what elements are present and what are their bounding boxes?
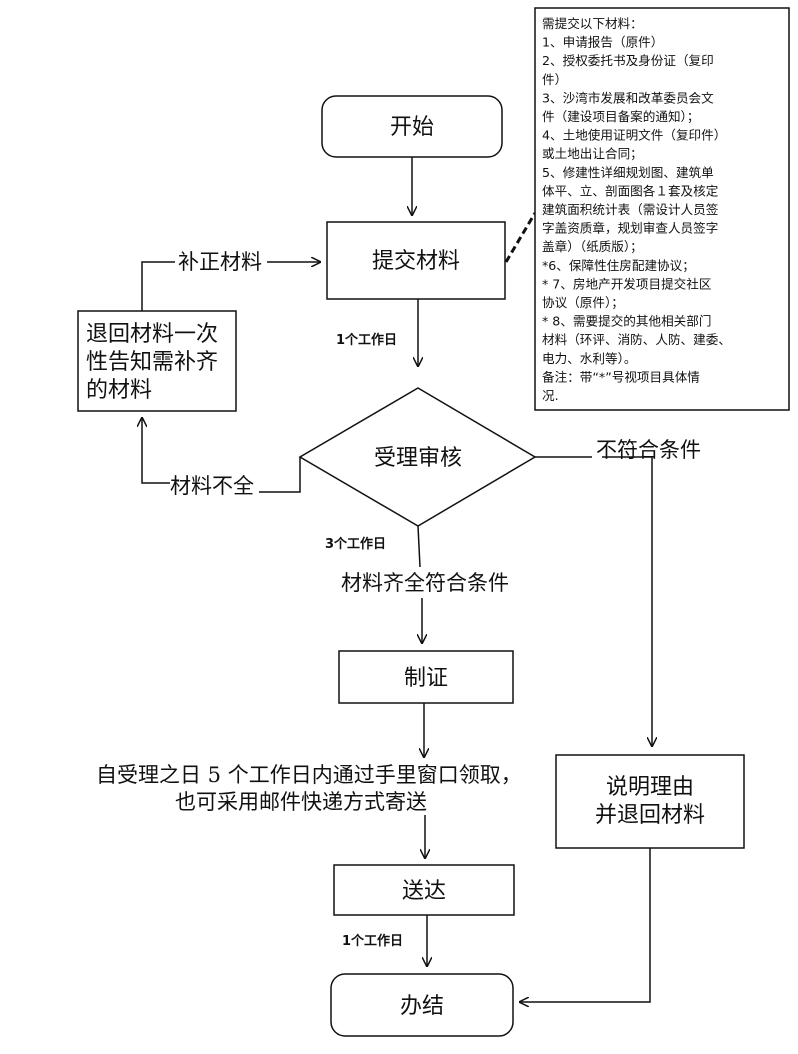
label-complete-qualified: 材料齐全符合条件 [341,571,509,595]
explain-line-2: 并退回材料 [595,803,705,828]
days-review-to-cert: 3个工作日 [325,536,386,552]
materials-note-line: 需提交以下材料： [542,16,643,31]
submit-label: 提交材料 [372,249,460,274]
deliver-label: 送达 [402,879,446,904]
materials-note-line: 1、申请报告（原件） [542,35,663,50]
label-not-qualified: 不符合条件 [596,438,701,462]
materials-note-line: 电力、水利等）。 [542,351,636,366]
finish-node [330,973,514,1037]
return-once-node [77,310,237,412]
return-once-line-1: 退回材料一次 [86,322,218,347]
materials-note-line: 备注：带“*”号视项目具体情 [542,369,700,384]
note-connector [504,212,537,263]
materials-note-line: 或土地出让合同； [542,146,643,162]
certificate-node [338,650,514,704]
materials-note-line: *6、保障性住房配建协议； [542,258,695,274]
deliver-node [333,864,515,916]
materials-note-line: 件） [542,72,567,87]
materials-note-line: 建筑面积统计表（需设计人员签 [542,202,719,217]
label-pickup-1: 自受理之日 5 个工作日内通过手里窗口领取， [96,763,522,787]
arrow-incomplete-to-return [142,418,170,484]
line-review-down [417,525,421,568]
explain-node [555,754,745,849]
line-incomplete-a [259,457,301,493]
materials-note-line: 材料（环评、消防、人防、建委、 [542,332,731,347]
materials-note: 需提交以下材料： 1、申请报告（原件） 2、授权委托书及身份证（复印件） 3、沙湾市发… [542,16,731,403]
materials-note-line: 4、土地使用证明文件（复印件） [542,128,726,143]
materials-note-line: 2、授权委托书及身份证（复印 [542,53,714,68]
line-supplement-a [141,261,175,311]
return-once-line-3: 的材料 [86,378,152,403]
review-label: 受理审核 [374,446,462,471]
materials-note-line: 件（建设项目备案的通知）； [542,109,699,125]
materials-note-line: 3、沙湾市发展和改革委员会文 [542,90,714,105]
materials-note-box [534,7,790,411]
materials-note-line: 协议（原件）； [542,295,624,311]
label-supplement: 补正材料 [178,250,262,274]
arrow-not-qualified-to-explain [602,456,652,746]
start-label: 开始 [390,115,434,140]
return-once-line-2: 性告知需补齐 [86,350,218,375]
materials-note-line: 况. [542,388,559,403]
materials-note-line: * 7、房地产开发项目提交社区 [542,276,711,291]
certificate-label: 制证 [404,666,448,691]
days-submit-to-review: 1个工作日 [336,332,397,348]
materials-note-line: 盖章）（纸质版）； [542,239,643,255]
submit-node [326,221,506,300]
days-deliver-to-finish: 1个工作日 [342,933,403,949]
arrow-explain-to-finish [520,848,651,1002]
finish-label: 办结 [400,994,444,1019]
materials-note-line: * 8、需要提交的其他相关部门 [542,314,711,329]
label-pickup-2: 也可采用邮件快递方式寄送 [175,790,427,814]
label-incomplete: 材料不全 [170,474,254,498]
materials-note-line: 字盖资质章，规划审查人员签字 [542,221,718,236]
materials-note-line: 体平、立、剖面图各１套及核定 [542,183,719,198]
materials-note-line: 5、修建性详细规划图、建筑单 [542,165,714,180]
explain-line-1: 说明理由 [606,775,694,800]
